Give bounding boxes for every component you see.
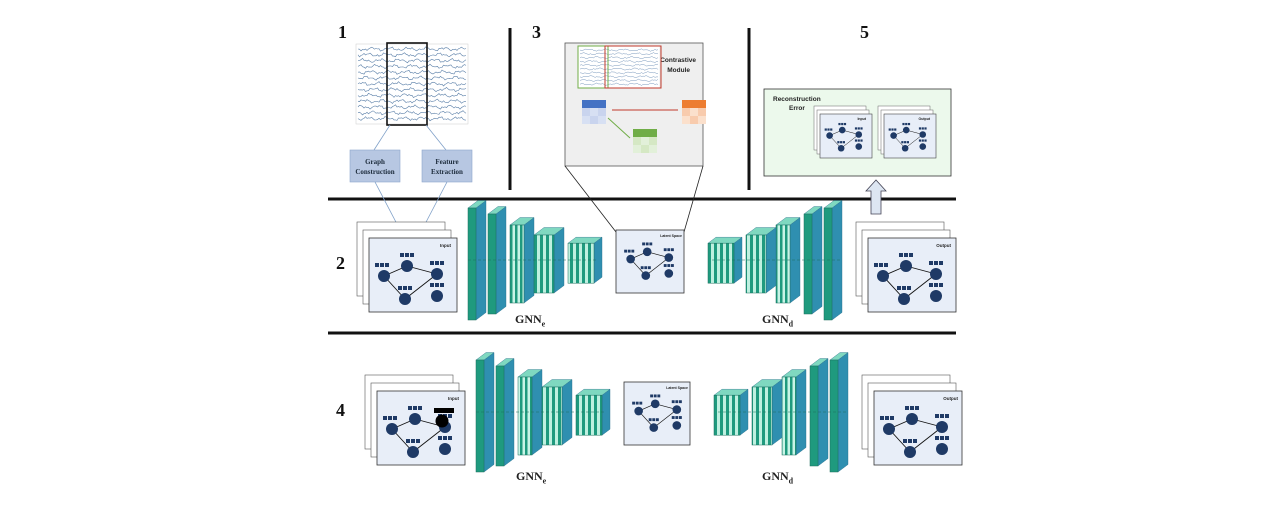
layer-front bbox=[487, 213, 497, 315]
row4-latent-space: Latent Space bbox=[623, 381, 691, 446]
eeg-trace bbox=[579, 71, 659, 75]
row2-input-label: Input bbox=[440, 243, 451, 248]
eeg-signal-panel bbox=[355, 42, 469, 126]
contrastive-title-line2: Module bbox=[667, 67, 690, 74]
masked-feature-bar bbox=[434, 408, 454, 413]
row2-encoder-label: GNNe bbox=[515, 312, 546, 329]
eeg-trace bbox=[357, 75, 467, 81]
row4-output-label: Output bbox=[943, 396, 958, 401]
section-number-4: 4 bbox=[336, 400, 345, 420]
layer-front bbox=[509, 224, 525, 304]
eeg-trace bbox=[357, 104, 467, 110]
eeg-trace bbox=[357, 46, 467, 52]
recon-output-label: Output bbox=[919, 117, 931, 121]
eeg-trace bbox=[579, 82, 659, 86]
orange-feature-block bbox=[682, 100, 706, 124]
layer-front bbox=[775, 224, 791, 304]
eeg-trace bbox=[579, 63, 659, 67]
row2-decoder-label: GNNd bbox=[762, 312, 794, 329]
row2-latent-label: Latent Space bbox=[660, 234, 682, 238]
layer-front bbox=[475, 359, 485, 473]
eeg-trace bbox=[579, 59, 658, 63]
feature-extraction-line1: Feature bbox=[435, 158, 458, 166]
masked-node bbox=[435, 414, 449, 428]
eeg-trace bbox=[357, 110, 467, 116]
recon-input-label: Input bbox=[857, 117, 866, 121]
row4-encoder-label: GNNe bbox=[516, 469, 547, 486]
eeg-trace bbox=[579, 48, 659, 52]
eeg-trace bbox=[357, 52, 467, 58]
layer-front bbox=[745, 234, 767, 294]
layer-front bbox=[713, 394, 741, 436]
green-feature-block bbox=[633, 129, 657, 153]
layer-front bbox=[809, 365, 819, 467]
eeg-trace bbox=[357, 81, 467, 87]
reconstruction-error-panel: Reconstruction Error Input Output bbox=[763, 88, 952, 177]
row4-decoder bbox=[713, 352, 849, 473]
section-number-2: 2 bbox=[336, 253, 345, 273]
row4-encoder bbox=[475, 352, 611, 473]
layer-front bbox=[533, 234, 555, 294]
section-number-5: 5 bbox=[860, 22, 869, 42]
row2-output-stack: Output bbox=[855, 221, 957, 313]
eeg-trace bbox=[579, 78, 659, 83]
blue-feature-block bbox=[582, 100, 606, 124]
graph-construction-line1: Graph bbox=[365, 158, 385, 166]
reconstruction-title-line1: Reconstruction bbox=[773, 96, 821, 103]
row2-input-stack: Input bbox=[356, 221, 458, 313]
layer-front bbox=[751, 386, 773, 446]
eeg-trace bbox=[357, 86, 467, 93]
eeg-trace bbox=[579, 67, 659, 71]
layer-front bbox=[823, 207, 833, 321]
row2-latent-space: Latent Space bbox=[615, 229, 685, 294]
row4-decoder-label: GNNd bbox=[762, 469, 794, 486]
contrastive-title-line1: Contrastive bbox=[660, 57, 696, 64]
eeg-trace bbox=[357, 69, 467, 75]
eeg-window bbox=[386, 42, 428, 126]
eeg-trace bbox=[357, 57, 467, 64]
layer-front bbox=[829, 359, 839, 473]
feature-extraction-box: Feature Extraction bbox=[421, 149, 473, 183]
eeg-trace bbox=[357, 63, 467, 70]
eeg-trace bbox=[357, 92, 467, 99]
section-number-1: 1 bbox=[338, 22, 347, 42]
section-number-3: 3 bbox=[532, 22, 541, 42]
layer-front bbox=[467, 207, 477, 321]
eeg-trace bbox=[580, 52, 659, 56]
eeg-trace bbox=[579, 75, 658, 79]
layer-front bbox=[781, 376, 797, 456]
contrastive-module-panel: Contrastive Module bbox=[564, 42, 706, 167]
eeg-trace bbox=[357, 116, 467, 122]
layer-front bbox=[567, 242, 595, 284]
layer-front bbox=[541, 386, 563, 446]
row4-input-label: Input bbox=[448, 396, 459, 401]
row4-input-stack: Input bbox=[364, 374, 466, 466]
layer-front bbox=[517, 376, 533, 456]
row2-decoder bbox=[707, 200, 843, 321]
feature-extraction-line2: Extraction bbox=[431, 168, 463, 176]
row4-output-stack: Output bbox=[861, 374, 963, 466]
eeg-trace bbox=[579, 56, 659, 60]
row2-encoder bbox=[467, 200, 603, 321]
layer-front bbox=[575, 394, 603, 436]
layer-front bbox=[707, 242, 735, 284]
row2-output-label: Output bbox=[936, 243, 951, 248]
up-arrow-icon bbox=[865, 179, 887, 215]
reconstruction-title-line2: Error bbox=[789, 105, 805, 112]
layer-front bbox=[495, 365, 505, 467]
graph-construction-box: Graph Construction bbox=[349, 149, 401, 183]
eeg-trace bbox=[357, 98, 466, 104]
row4-latent-label: Latent Space bbox=[666, 386, 688, 390]
graph-construction-line2: Construction bbox=[355, 168, 394, 176]
layer-front bbox=[803, 213, 813, 315]
